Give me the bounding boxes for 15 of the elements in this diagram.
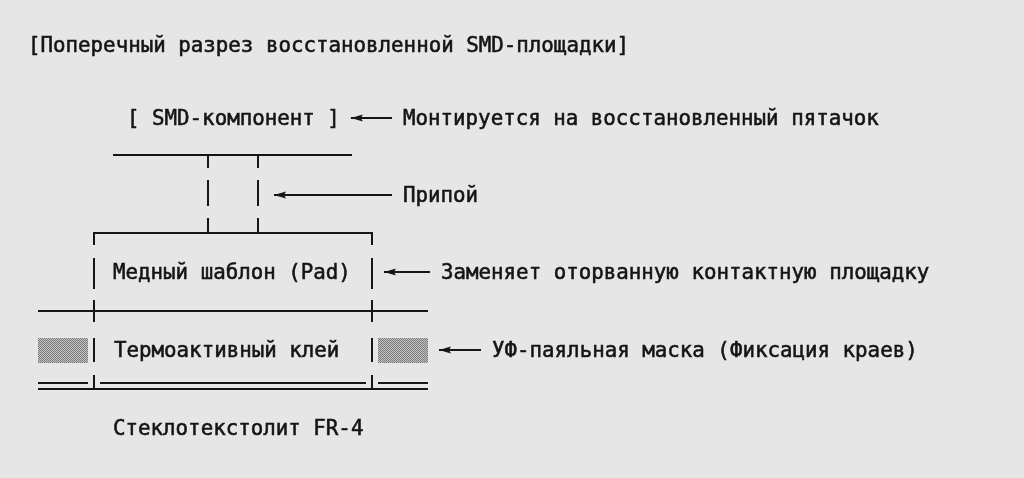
component-label: [ SMD-компонент ] bbox=[127, 106, 340, 130]
annotation-text: Монтируется на восстановленный пятачок bbox=[403, 106, 879, 130]
solder-mask-block bbox=[38, 338, 88, 363]
annotation-text: УФ-паяльная маска (Фиксация краев) bbox=[492, 338, 918, 362]
annotation-text: Заменяет оторванную контактную площадку bbox=[441, 260, 930, 284]
solder-mask-block bbox=[378, 338, 428, 363]
copper-pad-layer: Медный шаблон (Pad) bbox=[93, 232, 373, 290]
adhesive-layer: Термоактивный клей bbox=[93, 337, 373, 363]
arrow bbox=[349, 114, 393, 122]
arrow bbox=[273, 191, 393, 199]
annotation-text: Припой bbox=[403, 183, 479, 207]
diagram-title: [Поперечный разрез восстановленной SMD-площадки] bbox=[28, 33, 629, 57]
substrate-label: Стеклотекстолит FR-4 bbox=[113, 416, 364, 440]
arrow bbox=[438, 346, 482, 354]
arrow bbox=[383, 268, 431, 276]
